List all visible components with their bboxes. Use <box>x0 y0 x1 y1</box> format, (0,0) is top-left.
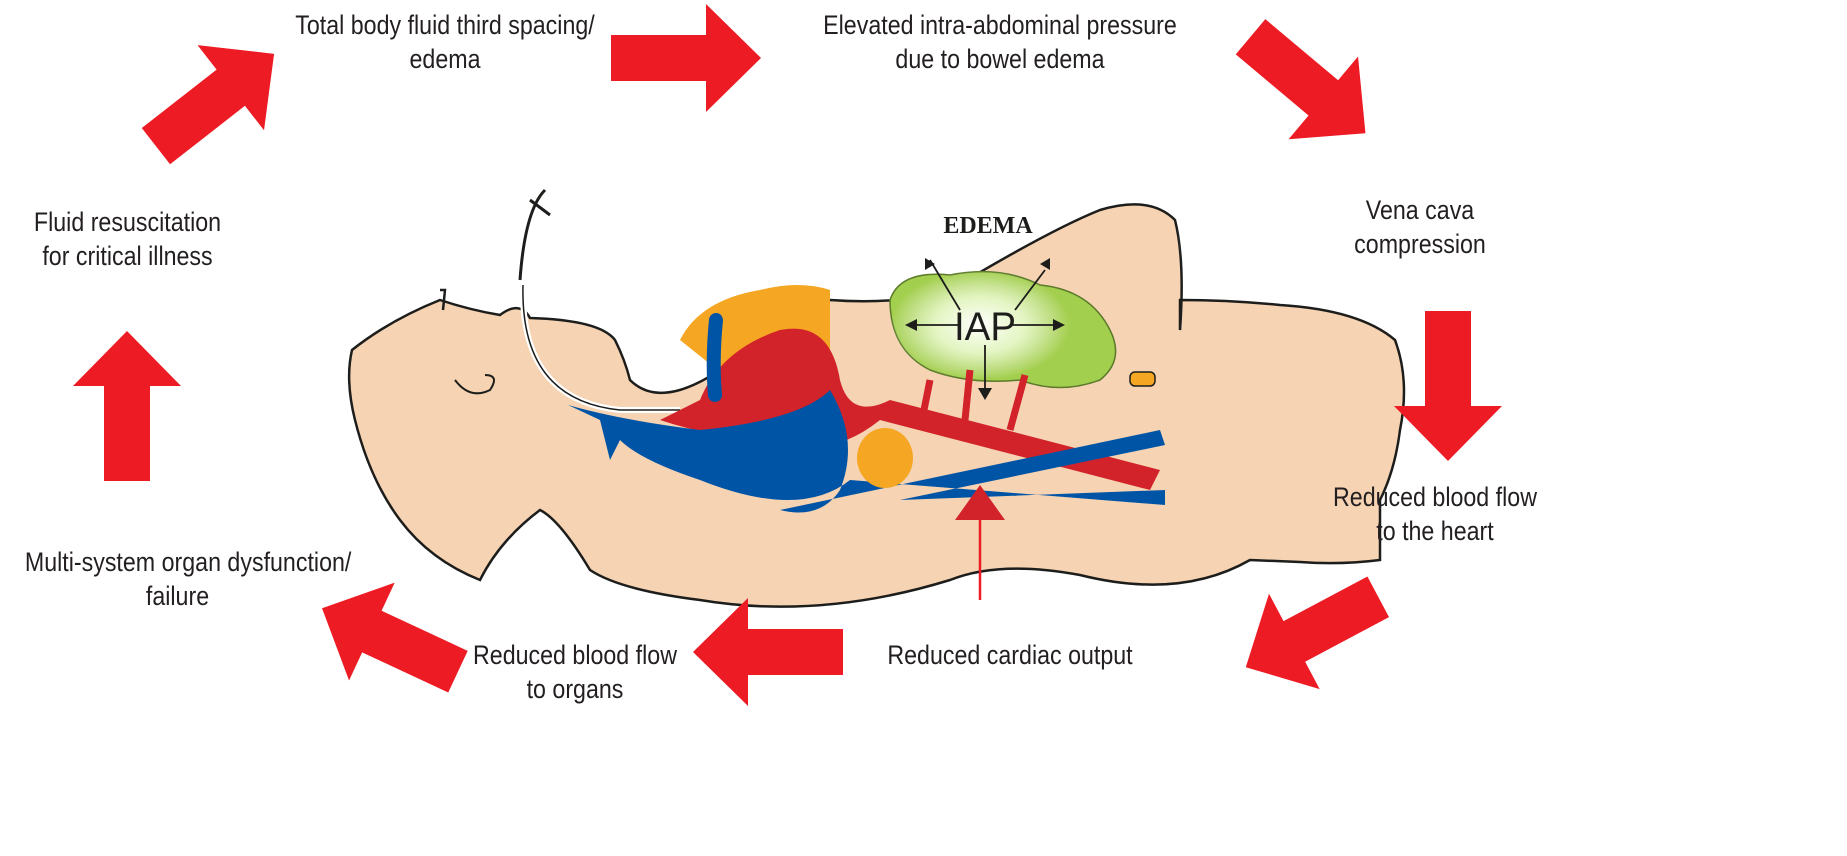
label-line: Total body fluid third spacing/ <box>295 10 595 40</box>
label-line: Reduced cardiac output <box>887 640 1133 670</box>
cycle-arrow <box>611 4 761 112</box>
label-line: Fluid resuscitation <box>33 207 222 237</box>
cycle-arrow <box>1235 19 1366 140</box>
label-reduced-flow-organs: Reduced blood flow to organs <box>468 638 683 706</box>
label-line: Vena cava <box>1365 195 1475 225</box>
label-line: Multi-system organ dysfunction/ <box>24 547 352 577</box>
iap-label: IAP <box>954 305 1016 349</box>
cycle-arrow <box>141 45 275 165</box>
patient-body <box>347 180 1406 608</box>
label-elevated-iap: Elevated intra-abdominal pressure due to … <box>819 8 1180 76</box>
label-line: to the heart <box>1376 516 1494 546</box>
label-vena-cava: Vena cava compression <box>1334 193 1506 261</box>
label-third-spacing: Total body fluid third spacing/edema <box>286 8 604 76</box>
label-organ-failure: Multi-system organ dysfunction/failure <box>24 545 352 613</box>
label-line: failure <box>145 581 210 611</box>
cycle-arrow <box>1245 576 1390 690</box>
cycle-arrow <box>1394 311 1502 461</box>
label-fluid-resuscitation: Fluid resuscitation for critical illness <box>18 205 237 273</box>
label-line: Reduced blood flow <box>473 640 677 670</box>
cycle-arrow <box>693 598 843 706</box>
label-line: Reduced blood flow <box>1333 482 1537 512</box>
label-line: Elevated intra-abdominal pressure <box>823 10 1177 40</box>
label-line: due to bowel edema <box>895 44 1105 74</box>
label-line: compression <box>1354 229 1486 259</box>
label-reduced-flow-heart: Reduced blood flow to the heart <box>1328 480 1543 548</box>
label-reduced-cardiac-output: Reduced cardiac output <box>885 638 1134 672</box>
label-line: edema <box>409 44 481 74</box>
cycle-arrow <box>73 331 181 481</box>
label-line: for critical illness <box>42 241 213 271</box>
cycle-arrow <box>322 582 468 693</box>
cycle-arrows <box>73 4 1502 706</box>
cardiac-output-arrow <box>955 485 1005 600</box>
thoracic-organs <box>568 285 1165 513</box>
label-line: to organs <box>526 674 624 704</box>
edema-label: EDEMA <box>943 213 1033 239</box>
bowel <box>889 258 1156 431</box>
